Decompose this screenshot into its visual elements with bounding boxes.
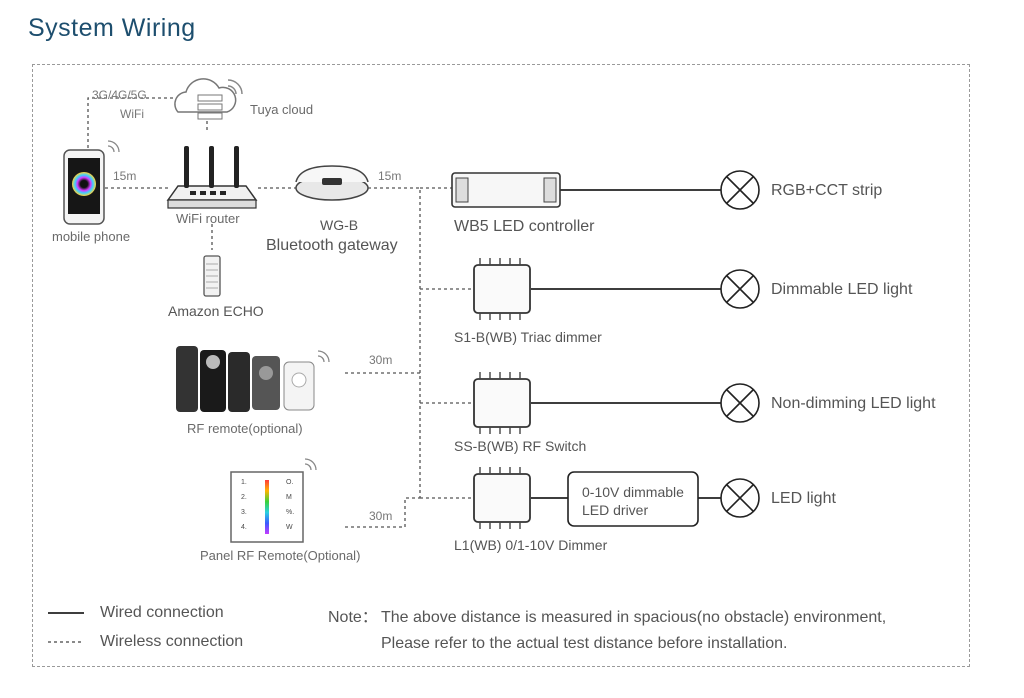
phone-to-cloud-link xyxy=(87,97,175,148)
wb5-controller-icon xyxy=(451,172,561,208)
distance-rf-remote: 30m xyxy=(369,353,393,367)
panel-remote-icon xyxy=(230,458,317,543)
lamp-icon-non-dimming xyxy=(720,383,760,423)
wifi-router-icon xyxy=(166,146,258,209)
router-label: WiFi router xyxy=(176,211,240,226)
distance-panel-remote: 30m xyxy=(369,509,393,523)
load-non-dimming-label: Non-dimming LED light xyxy=(771,395,936,412)
cloud-icon xyxy=(174,78,243,120)
phone-label: mobile phone xyxy=(52,229,131,244)
distance-gateway-controller: 15m xyxy=(378,169,402,183)
load-rgbcct-label: RGB+CCT strip xyxy=(771,182,883,199)
note-line1: The above distance is measured in spacio… xyxy=(381,609,887,626)
panel-key-w: W xyxy=(286,524,293,531)
wireless-links xyxy=(87,97,472,528)
driver-label-line2: LED driver xyxy=(582,502,649,518)
panel-key-4: 4. xyxy=(241,524,247,531)
gateway-name-label: Bluetooth gateway xyxy=(266,237,398,254)
panel-key-m: M xyxy=(286,494,292,501)
load-led-label: LED light xyxy=(771,490,836,507)
s1-dimmer-label: S1-B(WB) Triac dimmer xyxy=(454,329,602,345)
lamp-icon-dimmable xyxy=(720,269,760,309)
gateway-model-label: WG-B xyxy=(320,217,359,233)
panel-key-1: 1. xyxy=(241,479,247,486)
wb5-controller-label: WB5 LED controller xyxy=(454,218,595,235)
panel-key-2: 2. xyxy=(241,494,247,501)
led-driver-box xyxy=(567,471,699,527)
s1-dimmer-icon xyxy=(473,258,531,320)
panel-remote-label: Panel RF Remote(Optional) xyxy=(200,548,361,563)
bluetooth-gateway-icon xyxy=(295,165,369,201)
legend-wired-label: Wired connection xyxy=(100,604,224,621)
driver-label-line1: 0-10V dimmable xyxy=(582,484,684,500)
rf-remote-label: RF remote(optional) xyxy=(187,421,303,436)
panel-key-on: O. xyxy=(286,479,294,486)
load-dimmable-label: Dimmable LED light xyxy=(771,281,913,298)
lamp-icons xyxy=(720,170,760,518)
gateway-bus-link xyxy=(368,187,421,498)
cloud-network-label: 3G/4G/5G xyxy=(92,88,147,102)
l1-dimmer-icon xyxy=(473,467,531,529)
panel-key-percent: %. xyxy=(286,509,295,516)
wired-links xyxy=(531,189,721,499)
note-prefix: Note： xyxy=(328,609,378,626)
cloud-label: Tuya cloud xyxy=(250,102,314,117)
distance-phone-router: 15m xyxy=(113,169,137,183)
page-title: System Wiring xyxy=(28,14,196,42)
lamp-icon-rgbcct xyxy=(720,170,760,210)
mobile-phone-icon xyxy=(63,140,120,225)
amazon-echo-icon xyxy=(203,255,221,297)
panel-key-3: 3. xyxy=(241,509,247,516)
diagram-frame xyxy=(32,64,970,667)
ss-switch-icon xyxy=(473,372,531,434)
ss-switch-label: SS-B(WB) RF Switch xyxy=(454,438,587,454)
panel-remote-link xyxy=(345,497,420,528)
l1-dimmer-label: L1(WB) 0/1-10V Dimmer xyxy=(454,537,608,553)
cloud-wifi-label: WiFi xyxy=(120,107,144,121)
rf-remote-group-icon xyxy=(176,346,330,412)
legend-wireless-label: Wireless connection xyxy=(100,633,244,650)
lamp-icon-led xyxy=(720,478,760,518)
note-line2: Please refer to the actual test distance… xyxy=(381,635,788,652)
echo-label: Amazon ECHO xyxy=(168,303,264,319)
